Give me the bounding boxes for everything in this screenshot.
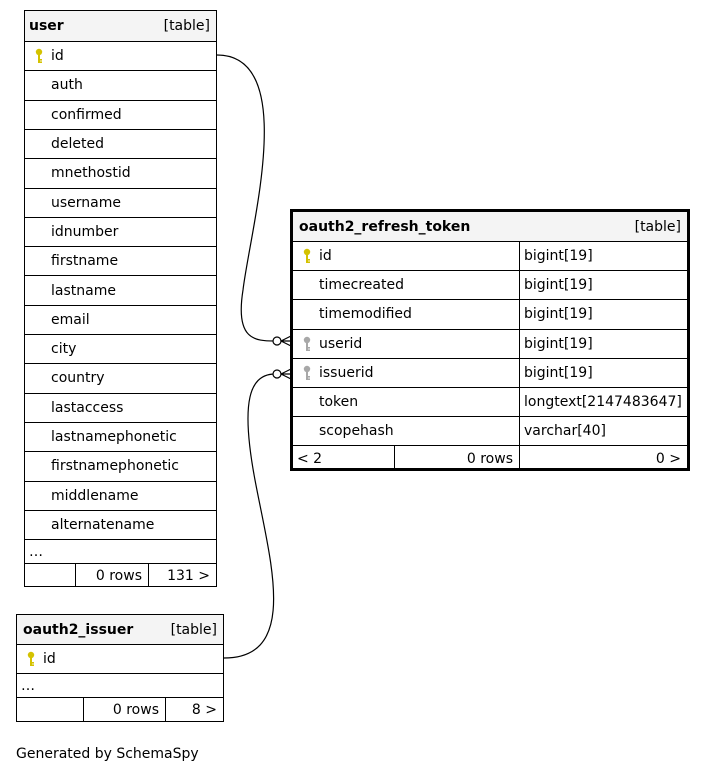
user-table-header[interactable]: user [table] — [25, 11, 216, 41]
column-row[interactable]: email — [25, 304, 216, 334]
column-row[interactable]: timecreated bigint[19] — [293, 270, 687, 300]
column-type: bigint[19] — [519, 300, 687, 329]
table-kind: [table] — [163, 18, 210, 34]
column-row[interactable]: auth — [25, 70, 216, 99]
oauth2-refresh-token-table[interactable]: oauth2_refresh_token [table] id bigint[19… — [290, 209, 690, 471]
column-row[interactable]: middlename — [25, 480, 216, 510]
column-row[interactable]: city — [25, 334, 216, 363]
ellipsis: … — [29, 543, 43, 560]
prev-nav-link[interactable]: < 2 — [297, 450, 323, 467]
rows-count: 0 rows — [394, 446, 519, 471]
ellipsis: … — [21, 677, 35, 694]
column-type: bigint[19] — [519, 271, 687, 300]
column-name: deleted — [51, 136, 104, 153]
column-row[interactable]: idnumber — [25, 216, 216, 246]
oauth2-issuer-table[interactable]: oauth2_issuer [table] id … 0 rows 8 > — [16, 614, 224, 722]
column-name: lastaccess — [51, 399, 124, 416]
column-row[interactable]: confirmed — [25, 99, 216, 129]
relation-issuer-to-refresh-issuerid — [223, 373, 276, 659]
column-row[interactable]: token longtext[2147483647] — [293, 387, 687, 417]
relation-user-end-marker — [272, 336, 282, 346]
refresh-table-header[interactable]: oauth2_refresh_token [table] — [293, 212, 687, 241]
column-row[interactable]: lastname — [25, 275, 216, 304]
key-icon-gray — [303, 365, 311, 380]
column-name: username — [51, 194, 121, 211]
rows-count: 0 rows — [75, 564, 148, 587]
user-ellipsis-row: … — [25, 539, 216, 563]
column-name: country — [51, 370, 105, 387]
column-type: longtext[2147483647] — [519, 388, 687, 417]
column-row[interactable]: lastnamephonetic — [25, 421, 216, 451]
column-row[interactable]: timemodified bigint[19] — [293, 299, 687, 329]
column-name: timemodified — [319, 306, 412, 323]
column-name: email — [51, 311, 90, 328]
column-row[interactable]: alternatename — [25, 509, 216, 539]
column-name: lastname — [51, 282, 116, 299]
column-name: scopehash — [319, 423, 394, 440]
column-name: lastnamephonetic — [51, 429, 177, 446]
column-name: city — [51, 341, 77, 358]
column-row[interactable]: lastaccess — [25, 392, 216, 422]
issuer-footer-row: 0 rows 8 > — [17, 697, 223, 722]
relation-user-crowfoot — [280, 335, 292, 347]
key-icon-gray — [303, 336, 311, 351]
related-nav-link[interactable]: 8 > — [165, 698, 223, 722]
column-name: confirmed — [51, 106, 122, 123]
column-type: varchar[40] — [519, 417, 687, 446]
table-kind: [table] — [634, 218, 681, 235]
rows-count: 0 rows — [83, 698, 165, 722]
column-row[interactable]: issuerid bigint[19] — [293, 357, 687, 387]
table-name: oauth2_refresh_token — [299, 218, 471, 235]
column-row[interactable]: username — [25, 187, 216, 217]
user-footer-row: 0 rows 131 > — [25, 563, 216, 587]
column-name: userid — [319, 335, 363, 352]
table-name: user — [29, 18, 64, 34]
related-nav-link[interactable]: 0 > — [519, 446, 687, 471]
column-row[interactable]: firstname — [25, 246, 216, 275]
user-table[interactable]: user [table] id auth confirmed deleted mneth… — [24, 10, 217, 587]
column-name: middlename — [51, 487, 139, 504]
column-row[interactable]: id — [25, 41, 216, 70]
column-name: token — [319, 394, 359, 411]
column-row[interactable]: deleted — [25, 128, 216, 158]
key-icon-gold — [303, 248, 311, 263]
key-icon-gold — [35, 48, 43, 63]
refresh-footer-row: < 2 0 rows 0 > — [293, 445, 687, 471]
table-name: oauth2_issuer — [23, 621, 134, 638]
column-name: issuerid — [319, 364, 374, 381]
related-nav-link[interactable]: 131 > — [148, 564, 216, 587]
column-name: id — [51, 48, 64, 65]
column-row[interactable]: id — [17, 644, 223, 673]
column-row[interactable]: country — [25, 363, 216, 392]
relation-issuer-end-marker — [272, 369, 282, 379]
column-row[interactable]: id bigint[19] — [293, 241, 687, 271]
issuer-table-header[interactable]: oauth2_issuer [table] — [17, 615, 223, 644]
column-name: id — [319, 248, 332, 265]
column-name: idnumber — [51, 223, 119, 240]
key-icon-gold — [27, 651, 35, 666]
column-name: id — [43, 651, 56, 667]
column-name: mnethostid — [51, 165, 131, 182]
column-name: firstnamephonetic — [51, 458, 179, 475]
column-row[interactable]: userid bigint[19] — [293, 328, 687, 358]
relation-issuer-crowfoot — [280, 368, 292, 380]
column-name: timecreated — [319, 277, 404, 294]
column-type: bigint[19] — [519, 242, 687, 271]
generated-by-footer: Generated by SchemaSpy — [16, 746, 199, 762]
issuer-ellipsis-row: … — [17, 673, 223, 697]
column-type: bigint[19] — [519, 358, 687, 387]
column-row[interactable]: mnethostid — [25, 158, 216, 187]
column-row[interactable]: scopehash varchar[40] — [293, 416, 687, 446]
column-type: bigint[19] — [519, 329, 687, 358]
table-kind: [table] — [170, 621, 217, 638]
column-name: firstname — [51, 253, 119, 270]
column-name: alternatename — [51, 516, 155, 533]
relation-user-to-refresh-userid — [216, 54, 276, 342]
column-name: auth — [51, 77, 83, 94]
column-row[interactable]: firstnamephonetic — [25, 451, 216, 480]
